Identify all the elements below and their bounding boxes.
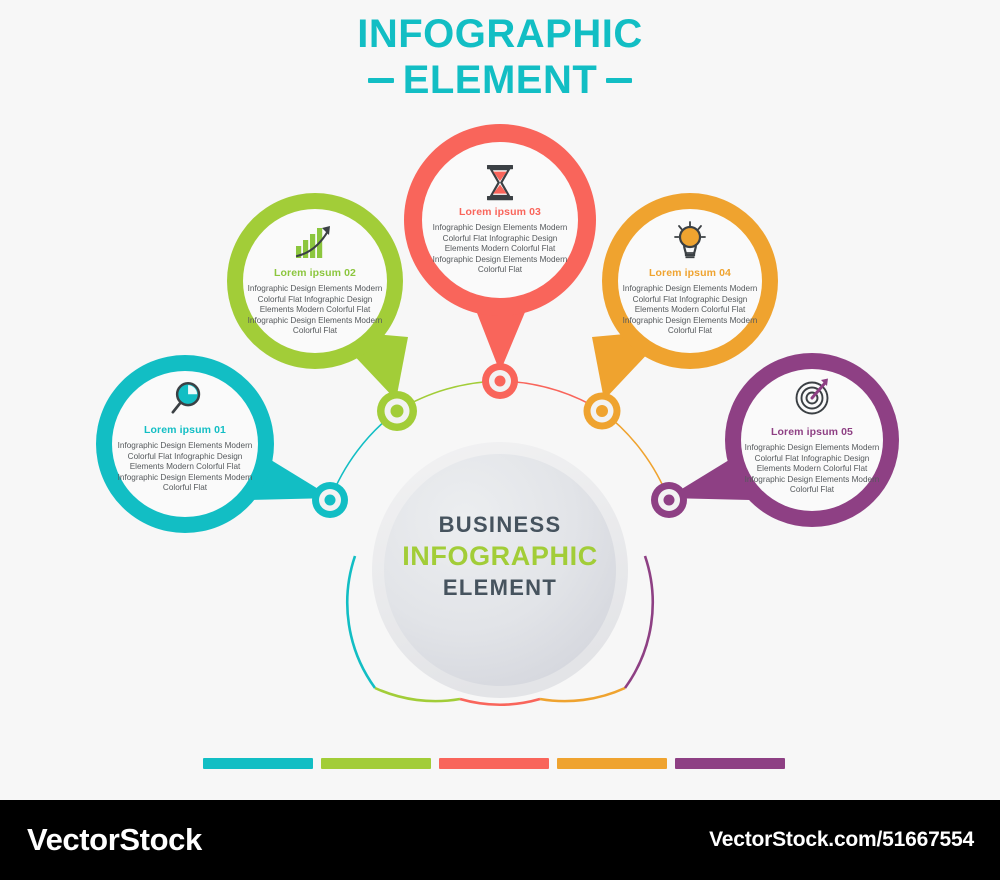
- step-text-01: Lorem ipsum 01 Infographic Design Elemen…: [101, 424, 269, 494]
- bubble-face-01: [112, 371, 258, 517]
- step-title-01: Lorem ipsum 01: [144, 424, 226, 436]
- target-icon: [795, 378, 829, 415]
- step-title-03: Lorem ipsum 03: [459, 206, 541, 218]
- step-bubble-05[interactable]: [667, 353, 899, 527]
- node-dot-03[interactable]: [482, 363, 518, 399]
- color-bar-5: [675, 758, 785, 769]
- hourglass-icon: [487, 165, 513, 201]
- node-dot-02[interactable]: [377, 391, 417, 431]
- center-circle: [372, 442, 628, 698]
- step-text-04: Lorem ipsum 04 Infographic Design Elemen…: [606, 267, 774, 337]
- page-title: INFOGRAPHIC ELEMENT: [0, 12, 1000, 102]
- step-body-05: Infographic Design Elements Modern Color…: [744, 443, 880, 495]
- node-dot-01[interactable]: [312, 482, 348, 518]
- outer-arc-purple: [623, 555, 655, 689]
- center-inner-disc: [384, 454, 616, 686]
- step-bubble-01[interactable]: [96, 355, 333, 533]
- node-dot-05[interactable]: [651, 482, 687, 518]
- step-text-02: Lorem ipsum 02 Infographic Design Elemen…: [231, 267, 399, 337]
- legend-color-bars: [203, 758, 785, 769]
- outer-arc-green: [374, 686, 461, 703]
- title-line-1: INFOGRAPHIC: [357, 12, 643, 56]
- dash-left-icon: [367, 77, 394, 83]
- bubble-face-05: [741, 369, 883, 511]
- step-title-02: Lorem ipsum 02: [274, 267, 356, 279]
- step-title-05: Lorem ipsum 05: [771, 426, 853, 438]
- vectorstock-logo: VectorStock: [27, 822, 202, 857]
- step-title-04: Lorem ipsum 04: [649, 267, 731, 279]
- node-dots: [312, 363, 687, 518]
- vectorstock-url: VectorStock.com/51667554: [709, 828, 974, 851]
- bubble-face-02: [243, 209, 387, 353]
- dash-right-icon: [606, 77, 633, 83]
- title-line-2: ELEMENT: [402, 58, 598, 102]
- step-text-05: Lorem ipsum 05 Infographic Design Elemen…: [728, 426, 896, 496]
- lightbulb-icon: [674, 221, 706, 259]
- outer-arc-red: [459, 697, 541, 706]
- bubble-face-03: [422, 142, 578, 298]
- outer-ring-arcs: [345, 555, 655, 706]
- outer-arc-orange: [539, 686, 626, 703]
- step-body-03: Infographic Design Elements Modern Color…: [432, 223, 568, 275]
- outer-arc-teal: [345, 555, 377, 689]
- color-bar-4: [557, 758, 667, 769]
- step-bubble-04[interactable]: [592, 193, 778, 400]
- step-body-02: Infographic Design Elements Modern Color…: [247, 284, 383, 336]
- step-body-01: Infographic Design Elements Modern Color…: [117, 441, 253, 493]
- growth-chart-icon: [295, 226, 330, 258]
- step-body-04: Infographic Design Elements Modern Color…: [622, 284, 758, 336]
- watermark-footer: VectorStock VectorStock.com/51667554: [0, 800, 1000, 880]
- color-bar-3: [439, 758, 549, 769]
- title-line-2-row: ELEMENT: [0, 58, 1000, 102]
- step-bubble-02[interactable]: [227, 193, 408, 400]
- bubble-face-04: [618, 209, 762, 353]
- step-bubble-03[interactable]: [404, 124, 596, 372]
- color-bar-1: [203, 758, 313, 769]
- step-text-03: Lorem ipsum 03 Infographic Design Elemen…: [416, 206, 584, 276]
- node-dot-04[interactable]: [583, 392, 621, 430]
- color-bar-2: [321, 758, 431, 769]
- magnifier-icon: [171, 382, 201, 414]
